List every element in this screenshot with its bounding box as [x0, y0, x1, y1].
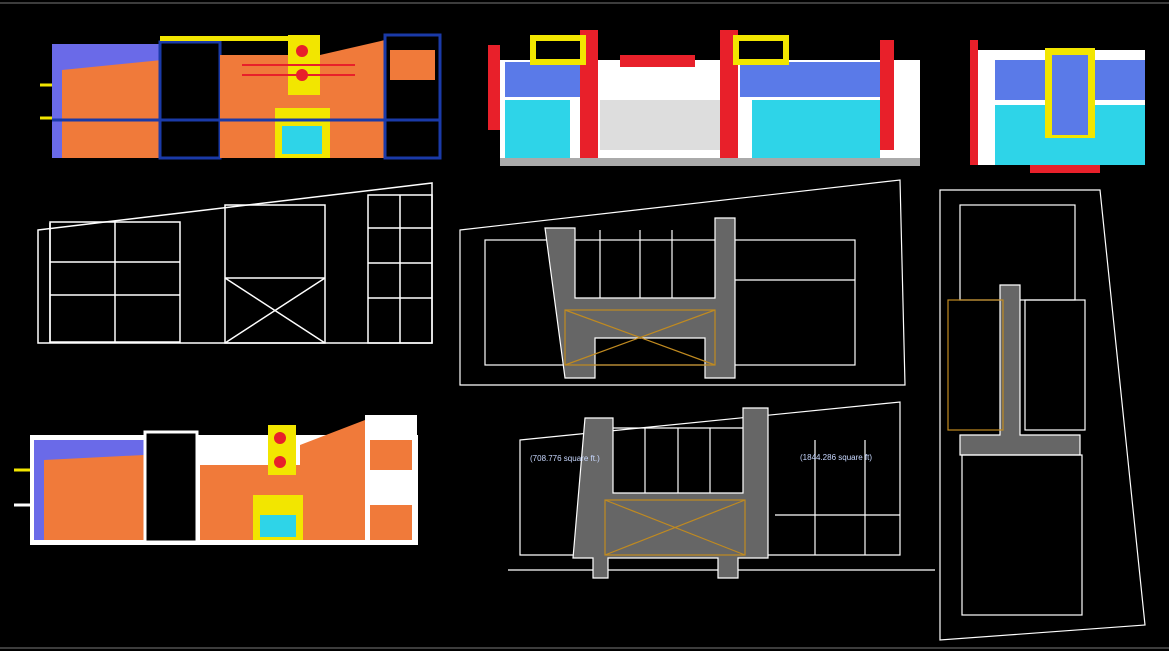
front-elevation [488, 30, 920, 166]
area-label-right: (1844.286 square ft) [800, 453, 872, 462]
floor-plan-bottom: (708.776 square ft.) (1844.286 square ft… [508, 401, 935, 579]
floor-plan-center [459, 179, 906, 386]
section-drawing [37, 182, 433, 344]
side-elevation [970, 40, 1145, 173]
area-label-left: (708.776 square ft.) [530, 454, 600, 463]
colored-elevation-bottom-left [14, 415, 418, 545]
colored-elevation-top-left [40, 33, 442, 160]
floor-plan-right [939, 189, 1146, 641]
